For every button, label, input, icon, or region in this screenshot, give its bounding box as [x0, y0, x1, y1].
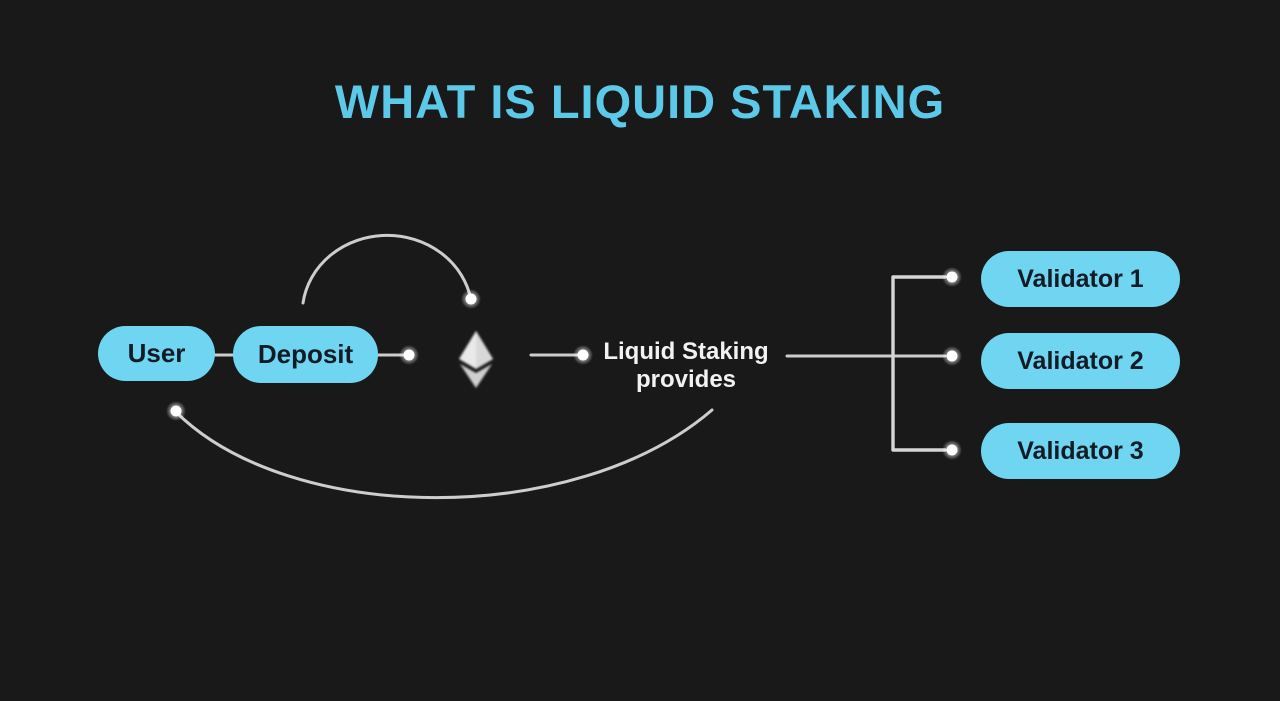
node-validator-3: Validator 3	[981, 423, 1180, 479]
node-provider: Liquid Staking provides	[576, 338, 796, 394]
flow-dot	[573, 345, 593, 365]
validator-2-label: Validator 2	[1017, 346, 1144, 375]
node-user: User	[98, 326, 215, 381]
bottom-return-arc	[174, 408, 714, 500]
deposit-top-arc	[301, 233, 473, 305]
flow-dot	[942, 267, 962, 287]
node-user-label: User	[127, 338, 186, 368]
node-validator-1: Validator 1	[981, 251, 1180, 307]
flow-dot	[942, 440, 962, 460]
validator-bracket	[891, 275, 947, 452]
provider-label-line1: Liquid Staking	[603, 338, 769, 365]
flow-dot	[461, 289, 481, 309]
node-validator-2: Validator 2	[981, 333, 1180, 389]
validator-1-label: Validator 1	[1017, 264, 1144, 293]
flow-dot	[166, 401, 186, 421]
page-title: WHAT IS LIQUID STAKING	[334, 75, 946, 128]
validator-3-label: Validator 3	[1017, 436, 1144, 465]
node-deposit-label: Deposit	[257, 339, 354, 369]
flow-dot	[399, 345, 419, 365]
provider-label-line2: provides	[635, 366, 737, 393]
node-deposit: Deposit	[233, 326, 378, 383]
ethereum-icon	[459, 331, 493, 388]
flow-dot	[942, 346, 962, 366]
